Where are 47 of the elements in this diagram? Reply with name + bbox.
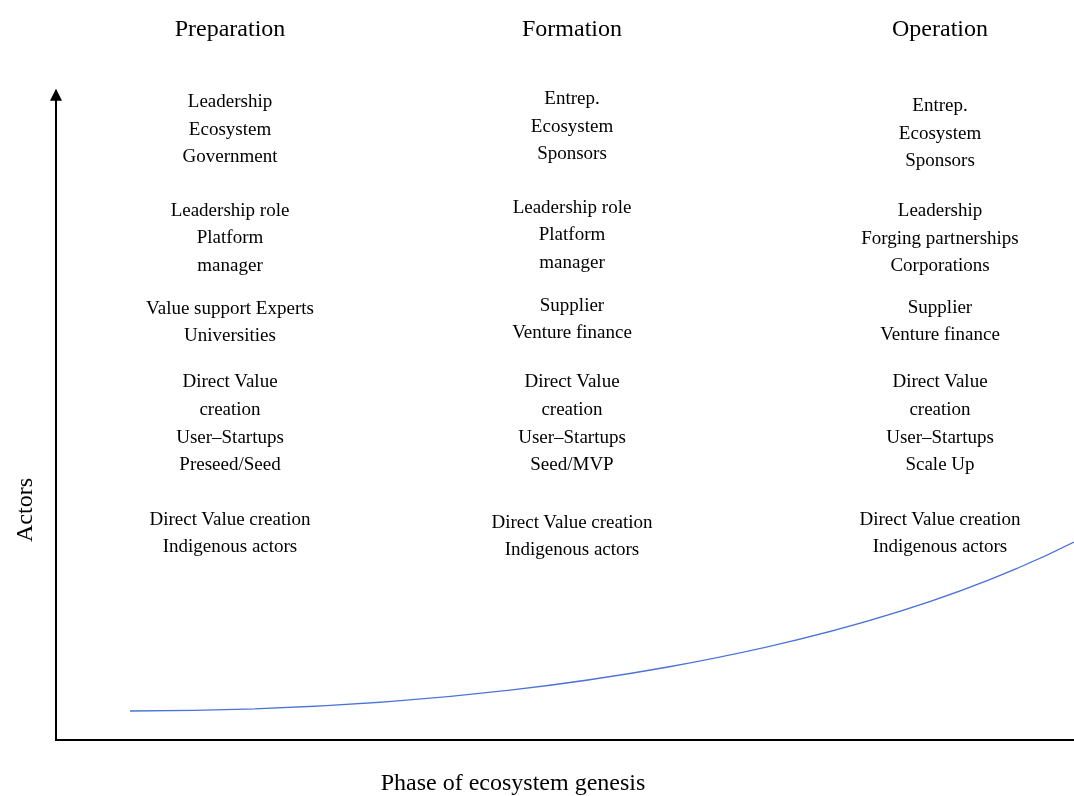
actor-label: Indigenous actors xyxy=(872,534,1008,558)
actor-label: Leadership role xyxy=(512,195,632,219)
actor-label: Government xyxy=(182,144,278,168)
actor-label: Supplier xyxy=(539,293,605,317)
actor-label: Platform xyxy=(538,222,606,246)
actor-label: Direct Value xyxy=(524,369,620,393)
actor-label: User–Startups xyxy=(518,425,626,449)
actor-label: Direct Value xyxy=(892,369,988,393)
actor-label: Forging partnerships xyxy=(861,226,1019,250)
actor-label: User–Startups xyxy=(176,425,284,449)
actor-label: creation xyxy=(909,397,971,421)
x-axis-title: Phase of ecosystem genesis xyxy=(380,767,646,796)
actor-label: Supplier xyxy=(907,295,973,319)
actor-label: Direct Value creation xyxy=(859,507,1021,531)
actor-label: Ecosystem xyxy=(530,114,614,138)
actor-label: creation xyxy=(199,397,261,421)
actor-label: Seed/MVP xyxy=(530,452,614,476)
actor-label: Leadership xyxy=(187,89,273,113)
actor-label: Direct Value xyxy=(182,369,278,393)
actor-label: Ecosystem xyxy=(898,121,982,145)
actor-label: Indigenous actors xyxy=(162,534,298,558)
actor-label: Preseed/Seed xyxy=(179,452,281,476)
actor-label: Direct Value creation xyxy=(491,510,653,534)
actor-label: Value support Experts xyxy=(146,296,314,320)
actor-label: Corporations xyxy=(890,253,990,277)
actor-label: Indigenous actors xyxy=(504,537,640,561)
actor-label: manager xyxy=(197,253,263,277)
phase-heading: Preparation xyxy=(174,13,286,43)
actor-label: Leadership xyxy=(897,198,983,222)
actor-label: Universities xyxy=(184,323,276,347)
actor-label: Sponsors xyxy=(537,141,607,165)
actor-label: Scale Up xyxy=(905,452,975,476)
actor-label: creation xyxy=(541,397,603,421)
actor-label: Entrep. xyxy=(912,93,968,117)
actor-label: Sponsors xyxy=(905,148,975,172)
y-axis-title: Actors xyxy=(9,478,38,542)
actor-label: Entrep. xyxy=(544,86,600,110)
actor-label: Leadership role xyxy=(170,198,290,222)
phase-heading: Operation xyxy=(892,13,988,43)
actor-label: manager xyxy=(539,250,605,274)
actor-label: User–Startups xyxy=(886,425,994,449)
actor-label: Venture finance xyxy=(512,320,632,344)
phase-heading: Formation xyxy=(522,13,622,43)
actor-label: Venture finance xyxy=(880,322,1000,346)
actor-label: Platform xyxy=(196,225,264,249)
actor-label: Direct Value creation xyxy=(149,507,311,531)
actor-label: Ecosystem xyxy=(188,117,272,141)
